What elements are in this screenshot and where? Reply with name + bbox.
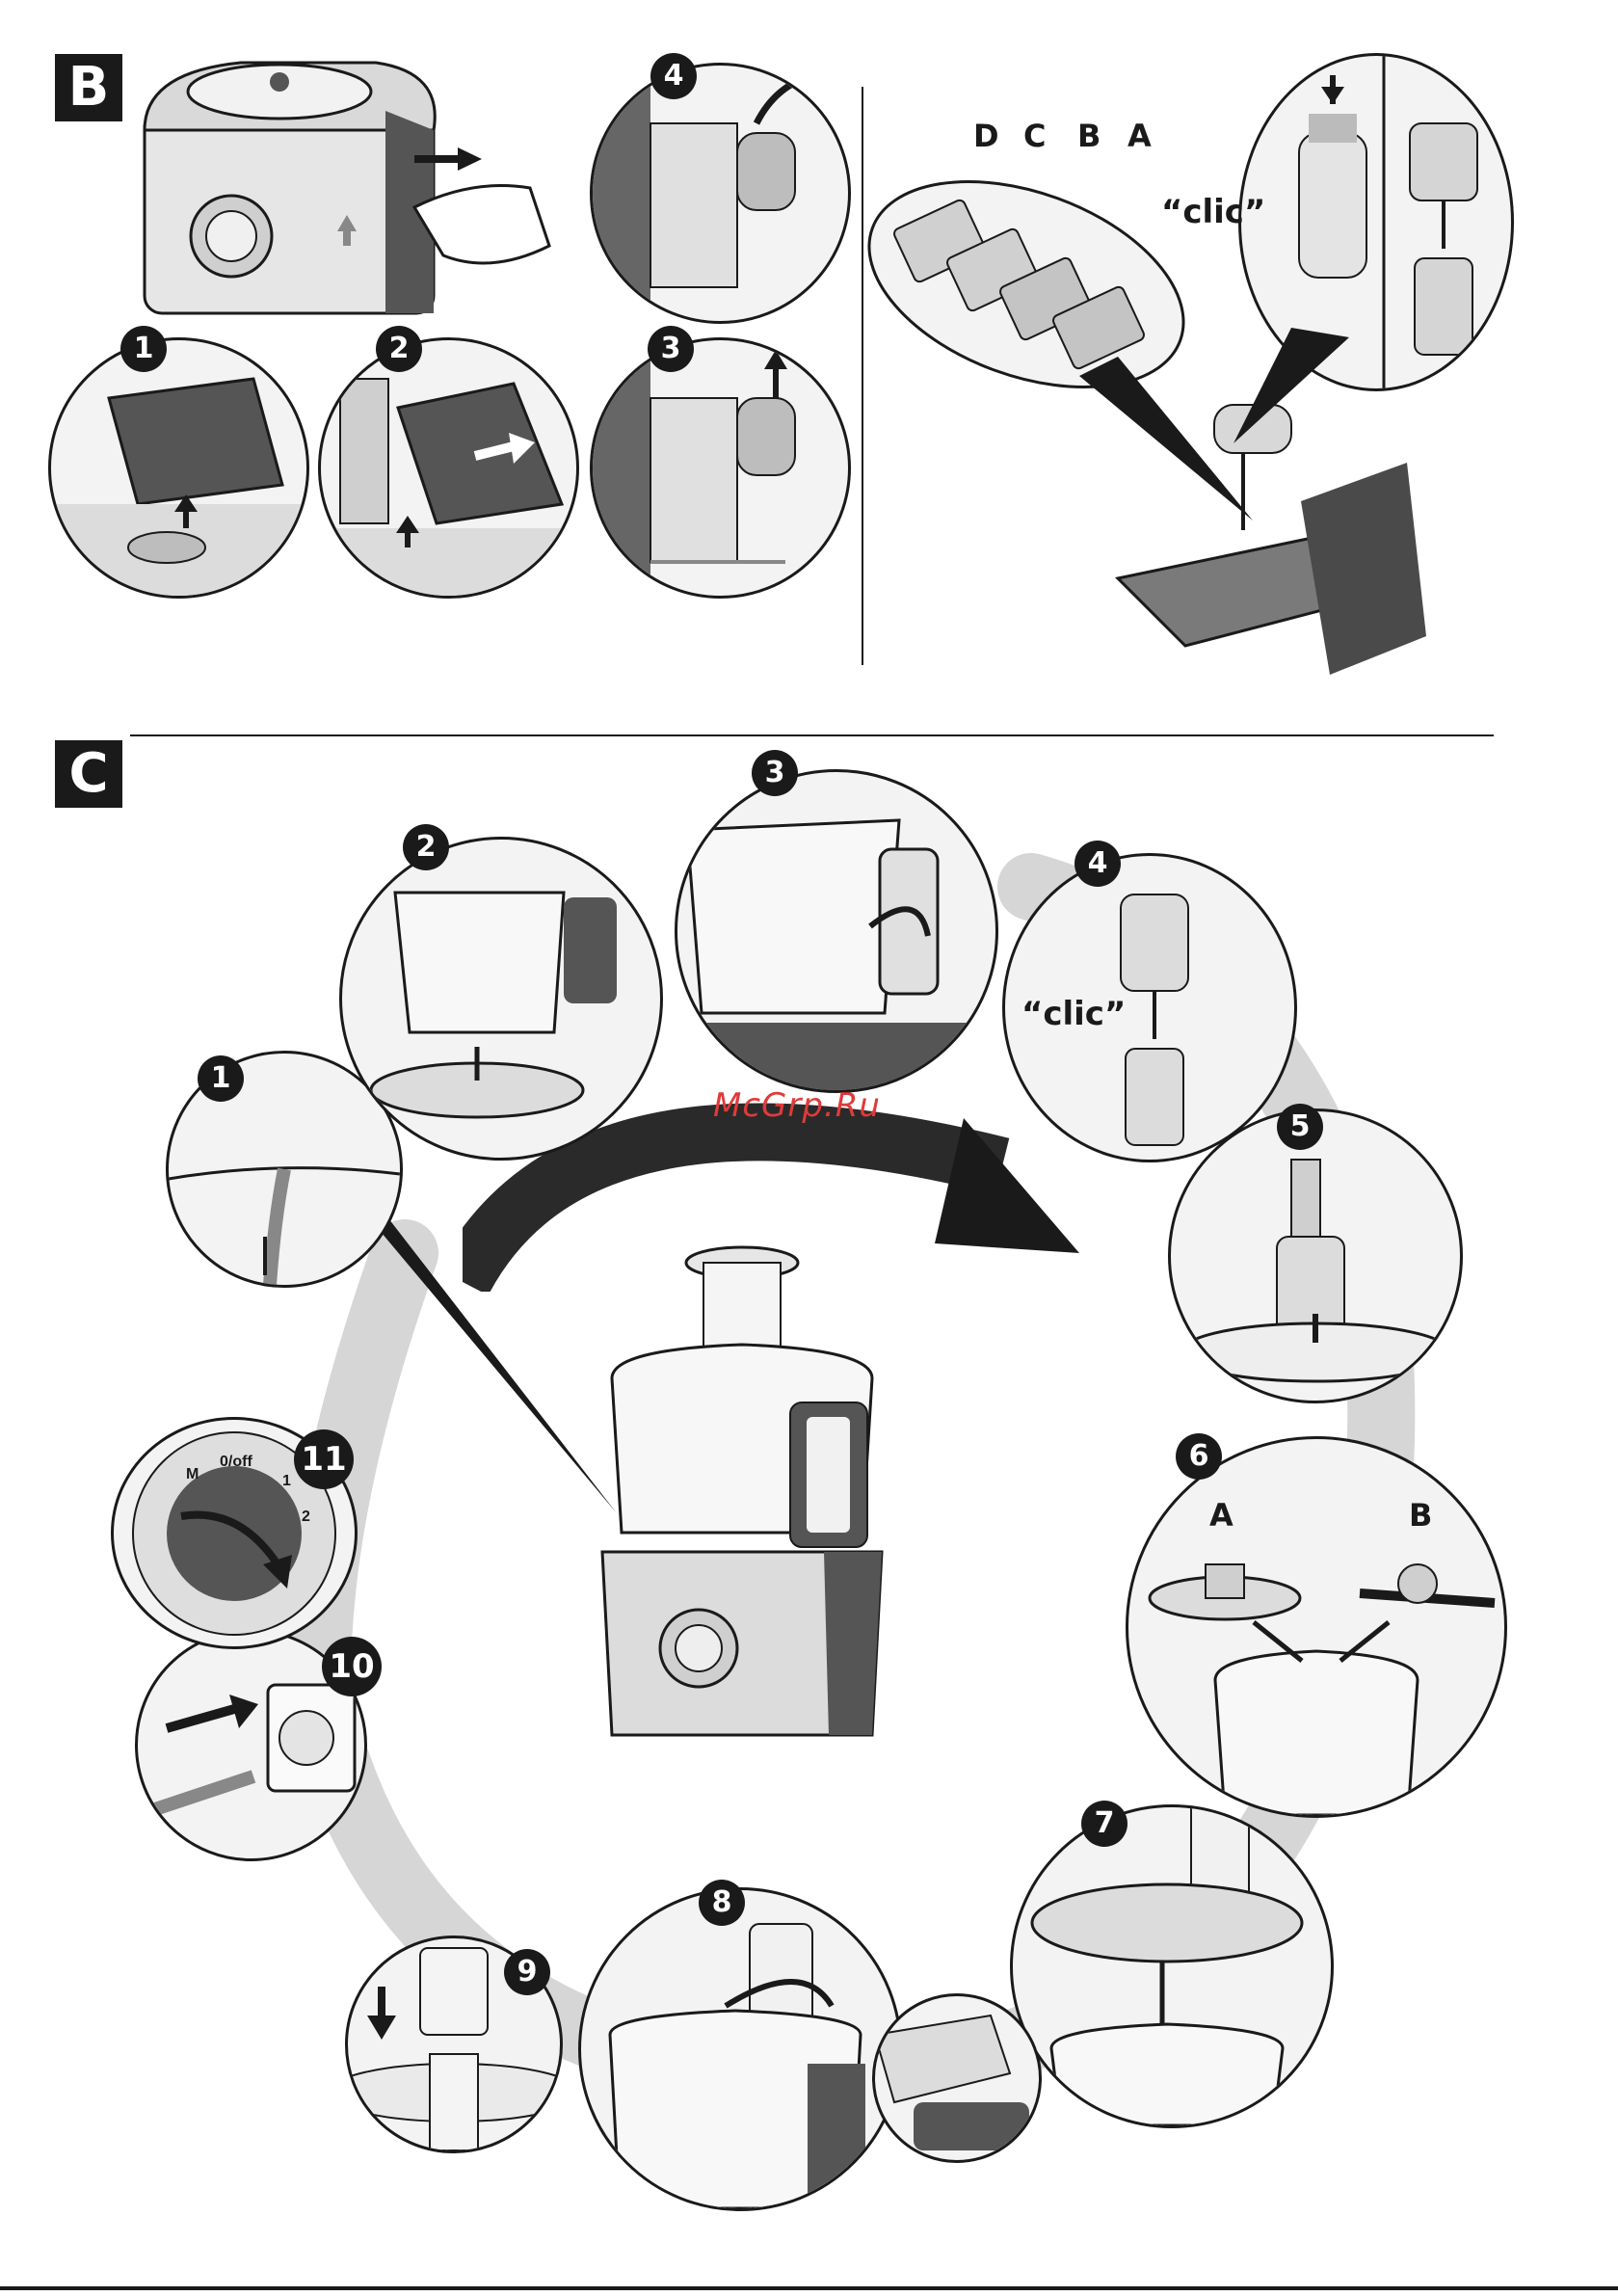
b-disc-letter-b: B	[1077, 118, 1101, 154]
b-step-2-number: 2	[376, 326, 422, 372]
c-step-11-number: 11	[294, 1429, 354, 1489]
dial-label-1: 1	[282, 1473, 291, 1490]
c-step-6-option-b: B	[1409, 1497, 1432, 1534]
bottom-rule	[0, 2286, 1618, 2290]
b-step-1-number: 1	[120, 326, 167, 372]
c-step-5-number: 5	[1277, 1104, 1323, 1150]
section-b-badge: B	[55, 54, 122, 121]
dial-label-off: 0/off	[220, 1454, 252, 1471]
c-step-5-circle	[1168, 1108, 1463, 1403]
dial-label-pulse: M	[186, 1466, 199, 1483]
b-step-4-circle	[590, 63, 851, 324]
c-clic-label: “clic”	[1021, 995, 1126, 1033]
c-step-9-number: 9	[504, 1949, 550, 1995]
c-step-8-number: 8	[699, 1880, 745, 1926]
c-step-6-number: 6	[1176, 1433, 1222, 1480]
b-disc-letter-a: A	[1127, 118, 1152, 154]
b-step-3-circle	[590, 337, 851, 599]
c-step-6-circle	[1126, 1436, 1507, 1818]
c-step-8-detail-circle	[872, 1993, 1042, 2163]
b-main-illustration	[125, 53, 569, 333]
c-step-3-number: 3	[752, 750, 798, 796]
b-step-3-number: 3	[648, 326, 694, 372]
b-callout-wedge-right	[1233, 328, 1378, 453]
b-clic-label: “clic”	[1161, 193, 1265, 231]
c-step-1-wedge	[366, 1215, 626, 1523]
section-c-badge: C	[55, 740, 122, 808]
c-step-1-number: 1	[198, 1055, 244, 1102]
c-step-7-number: 7	[1081, 1801, 1127, 1847]
b-step-1-circle	[48, 337, 309, 599]
dial-label-2: 2	[302, 1508, 310, 1526]
c-step-8-circle	[578, 1887, 902, 2211]
c-step-10-number: 10	[322, 1637, 382, 1696]
b-step-2-circle	[318, 337, 579, 599]
watermark: McGrp.Ru	[713, 1086, 881, 1125]
bc-horizontal-divider	[130, 734, 1494, 736]
c-step-6-option-a: A	[1209, 1497, 1233, 1534]
b-disc-letter-c: C	[1023, 118, 1046, 154]
c-step-4-number: 4	[1074, 841, 1121, 887]
b-disc-letter-d: D	[973, 118, 999, 154]
c-step-2-number: 2	[403, 824, 449, 870]
c-step-7-circle	[1010, 1804, 1334, 2128]
b-step-4-number: 4	[650, 53, 697, 99]
c-step-3-circle	[675, 769, 998, 1093]
c-food-processor	[583, 1243, 911, 1745]
c-step-2-circle	[339, 837, 663, 1161]
